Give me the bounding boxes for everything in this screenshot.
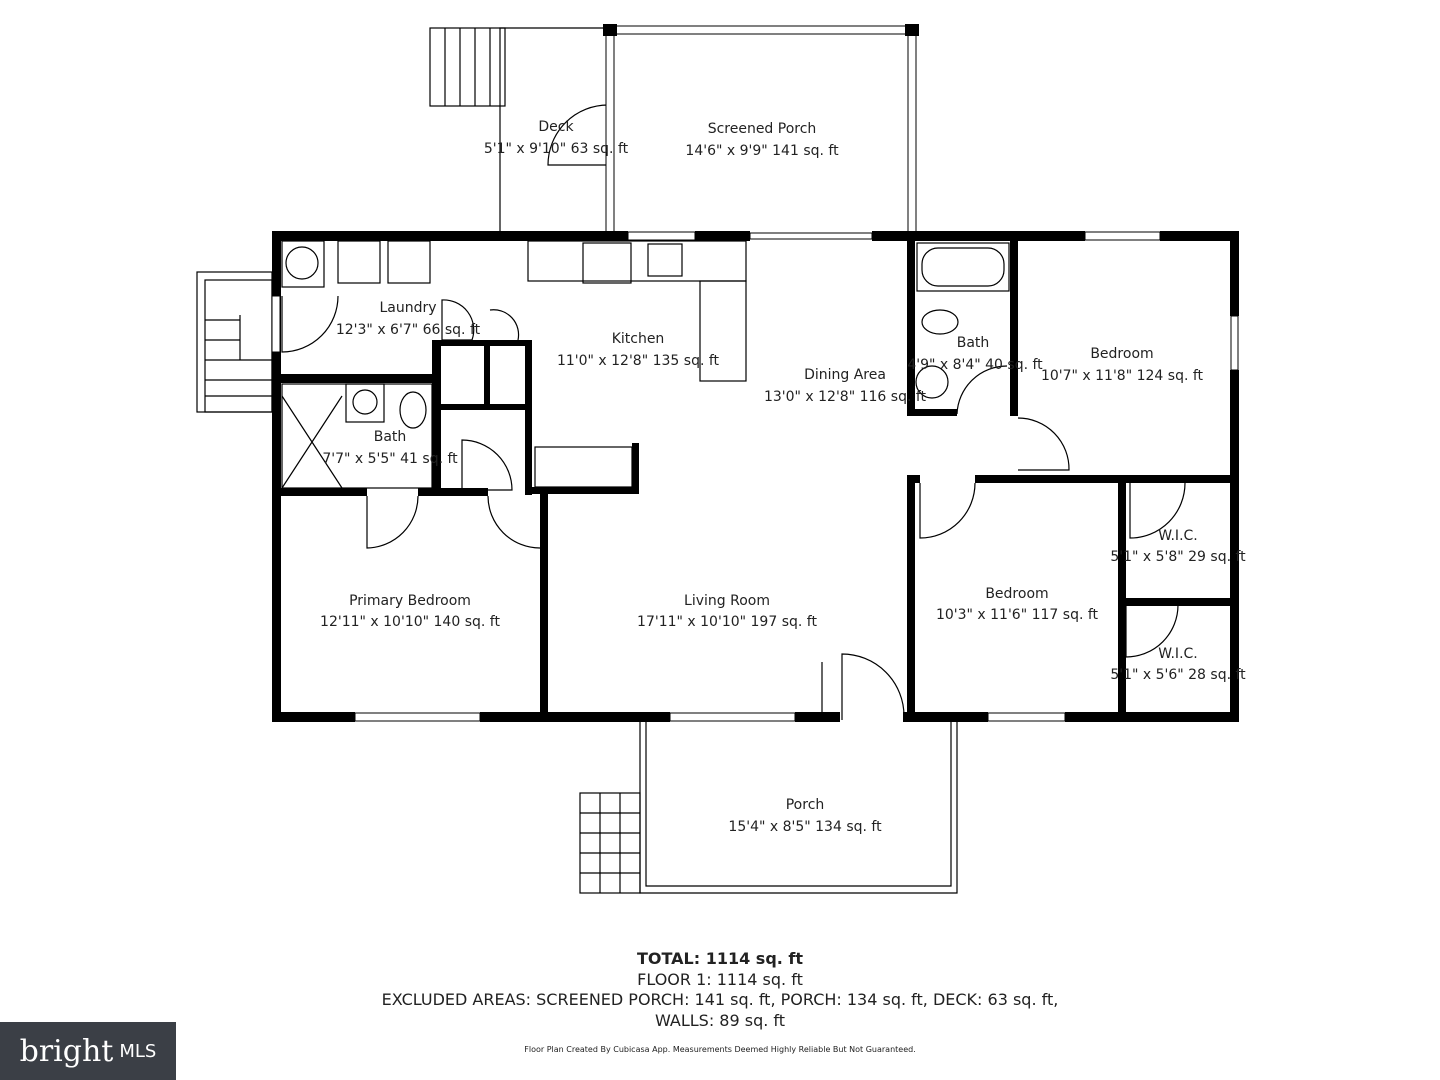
laundry-dims: 12'3" x 6'7" 66 sq. ft [336, 322, 481, 338]
porch-outline [579, 720, 958, 894]
porch-dims: 15'4" x 8'5" 134 sq. ft [728, 819, 882, 835]
doors [281, 295, 1186, 720]
wic2-name: W.I.C. [1158, 646, 1198, 662]
deck-dims: 5'1" x 9'10" 63 sq. ft [484, 141, 629, 157]
living-dims: 17'11" x 10'10" 197 sq. ft [637, 614, 817, 630]
wic2-dims: 5'1" x 5'6" 28 sq. ft [1110, 667, 1246, 683]
bright-mls-logo: bright MLS [0, 1022, 176, 1080]
kitchen-name: Kitchen [612, 331, 665, 347]
primary-dims: 12'11" x 10'10" 140 sq. ft [320, 614, 500, 630]
kitchen-dims: 11'0" x 12'8" 135 sq. ft [557, 353, 720, 369]
wic1-dims: 5'1" x 5'8" 29 sq. ft [1110, 549, 1246, 565]
excluded-areas: EXCLUDED AREAS: SCREENED PORCH: 141 sq. … [381, 990, 1059, 1009]
bath-left-dims: 7'7" x 5'5" 41 sq. ft [322, 451, 458, 467]
disclaimer: Floor Plan Created By Cubicasa App. Meas… [524, 1045, 916, 1054]
deck-outline [429, 27, 610, 233]
bedroom-ne-dims: 10'7" x 11'8" 124 sq. ft [1041, 368, 1204, 384]
laundry-name: Laundry [379, 300, 436, 316]
screened-porch-outline [603, 24, 919, 234]
interior-walls [272, 231, 1238, 720]
bath-right-name: Bath [957, 335, 990, 351]
dining-dims: 13'0" x 12'8" 116 sq. ft [764, 389, 927, 405]
logo-brand: bright [19, 1033, 114, 1069]
deck-name: Deck [538, 119, 574, 135]
screened-porch-dims: 14'6" x 9'9" 141 sq. ft [685, 143, 839, 159]
bedroom-se-dims: 10'3" x 11'6" 117 sq. ft [936, 607, 1099, 623]
floor-area: FLOOR 1: 1114 sq. ft [637, 970, 803, 989]
primary-name: Primary Bedroom [349, 593, 471, 609]
total-area: TOTAL: 1114 sq. ft [636, 949, 804, 968]
walls-area: WALLS: 89 sq. ft [654, 1011, 786, 1030]
dining-name: Dining Area [804, 367, 886, 383]
logo-suffix: MLS [119, 1040, 157, 1062]
screened-porch-name: Screened Porch [708, 121, 817, 137]
windows [271, 231, 1239, 722]
living-name: Living Room [684, 593, 770, 609]
bath-right-dims: 4'9" x 8'4" 40 sq. ft [907, 357, 1043, 373]
room-labels: Deck 5'1" x 9'10" 63 sq. ft Screened Por… [320, 119, 1246, 835]
bedroom-ne-name: Bedroom [1090, 346, 1153, 362]
bedroom-se-name: Bedroom [985, 586, 1048, 602]
bath-left-name: Bath [374, 429, 407, 445]
porch-name: Porch [786, 797, 825, 813]
exterior-walls [272, 231, 1239, 722]
fixtures [281, 240, 1010, 489]
wic1-name: W.I.C. [1158, 528, 1198, 544]
left-stairs [196, 271, 273, 413]
